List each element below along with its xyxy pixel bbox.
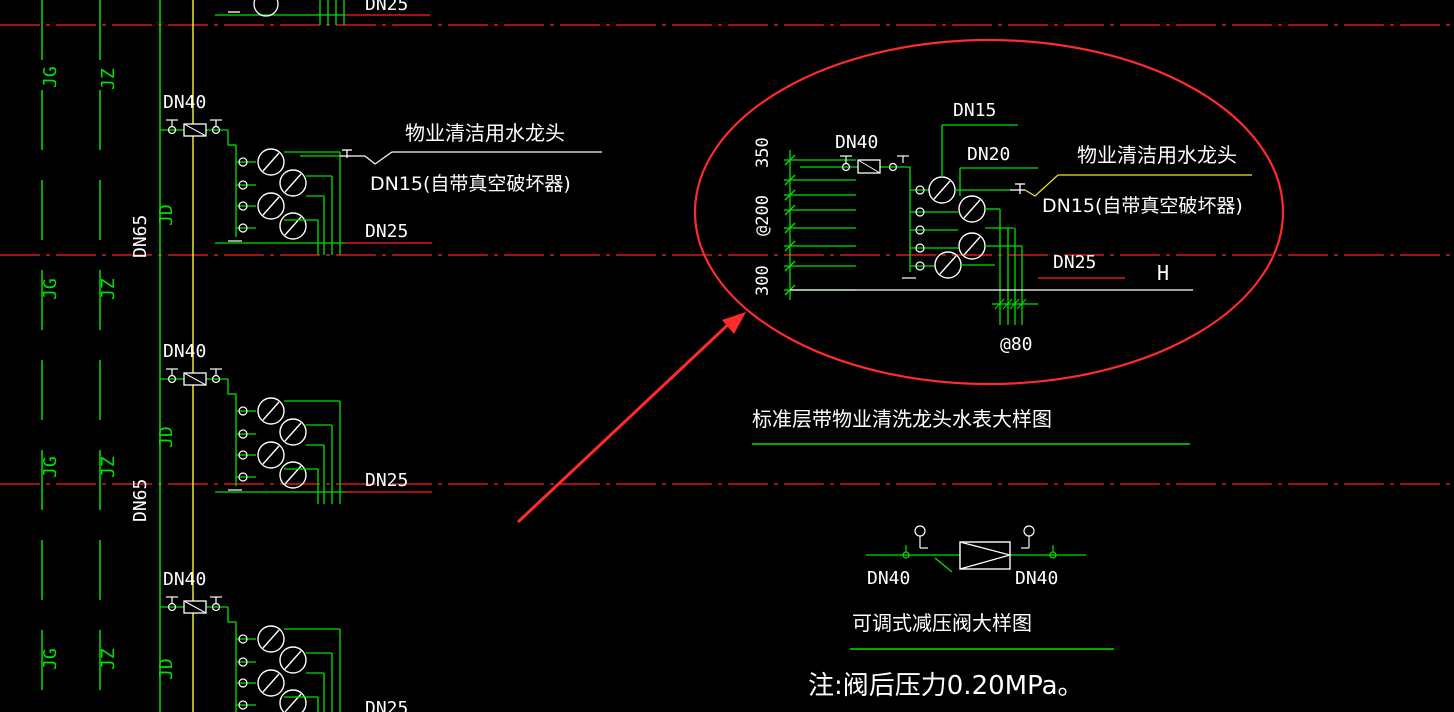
jg-label: JG: [40, 278, 61, 300]
row-top-dn-label: DN40: [163, 569, 206, 590]
jz-label: JZ: [98, 278, 119, 300]
dn65-label: DN65: [130, 215, 151, 258]
row-top-dn-label: DN40: [163, 341, 206, 362]
detail-dim-350: 350: [753, 137, 773, 168]
detail-dim-300: 300: [753, 265, 773, 296]
detail-h: H: [1157, 261, 1169, 285]
row1-faucet-label: 物业清洁用水龙头: [405, 121, 565, 145]
row-top-dn-label: DN40: [163, 92, 206, 113]
jd-label: JD: [156, 204, 177, 226]
detail-dim-200: @200: [753, 195, 773, 236]
detail-dim-80: @80: [1000, 334, 1033, 355]
row-bottom-dn-label: DN25: [365, 698, 408, 712]
dn65-label: DN65: [130, 479, 151, 522]
prv-note: 注:阀后压力0.20MPa。: [808, 671, 1084, 701]
jd-label: JD: [156, 658, 177, 680]
detail-faucet-label: 物业清洁用水龙头: [1077, 143, 1237, 167]
row-bottom-dn-label: DN25: [365, 221, 408, 242]
detail-faucet-size: DN15(自带真空破坏器): [1042, 195, 1243, 217]
prv-left-dn40: DN40: [867, 568, 910, 589]
dn65-labels: DN65 DN65: [130, 215, 151, 522]
detail-dn15: DN15: [953, 100, 996, 121]
top-partial-dn25: DN25: [365, 0, 408, 15]
top-partial-row: DN25: [215, 0, 430, 25]
detail-dn20: DN20: [967, 144, 1010, 165]
floor-grid-lines: [0, 24, 1454, 485]
jg-label: JG: [40, 648, 61, 670]
detail-dn25: DN25: [1053, 252, 1096, 273]
riser-labels: JG JZ JG JZ JG JZ JG JZ JD JD JD: [40, 66, 177, 680]
detail-callout: 350 @200 300 DN40: [516, 38, 1285, 524]
row-bottom-dn-label: DN25: [365, 470, 408, 491]
jz-label: JZ: [98, 68, 119, 90]
jg-label: JG: [40, 66, 61, 88]
row1-faucet: 物业清洁用水龙头 DN15(自带真空破坏器): [300, 121, 602, 195]
prv-title: 可调式减压阀大样图: [852, 611, 1032, 635]
detail-dn40: DN40: [835, 132, 878, 153]
detail-title: 标准层带物业清洗龙头水表大样图: [752, 407, 1052, 431]
prv-right-dn40: DN40: [1015, 568, 1058, 589]
jd-label: JD: [156, 426, 177, 448]
jz-label: JZ: [98, 648, 119, 670]
jz-label: JZ: [98, 456, 119, 478]
jg-label: JG: [40, 456, 61, 478]
riser-lines: [41, 0, 194, 712]
prv-detail: DN40 DN40 可调式减压阀大样图 注:阀后压力0.20MPa。: [808, 525, 1114, 701]
row1-faucet-size: DN15(自带真空破坏器): [370, 173, 571, 195]
